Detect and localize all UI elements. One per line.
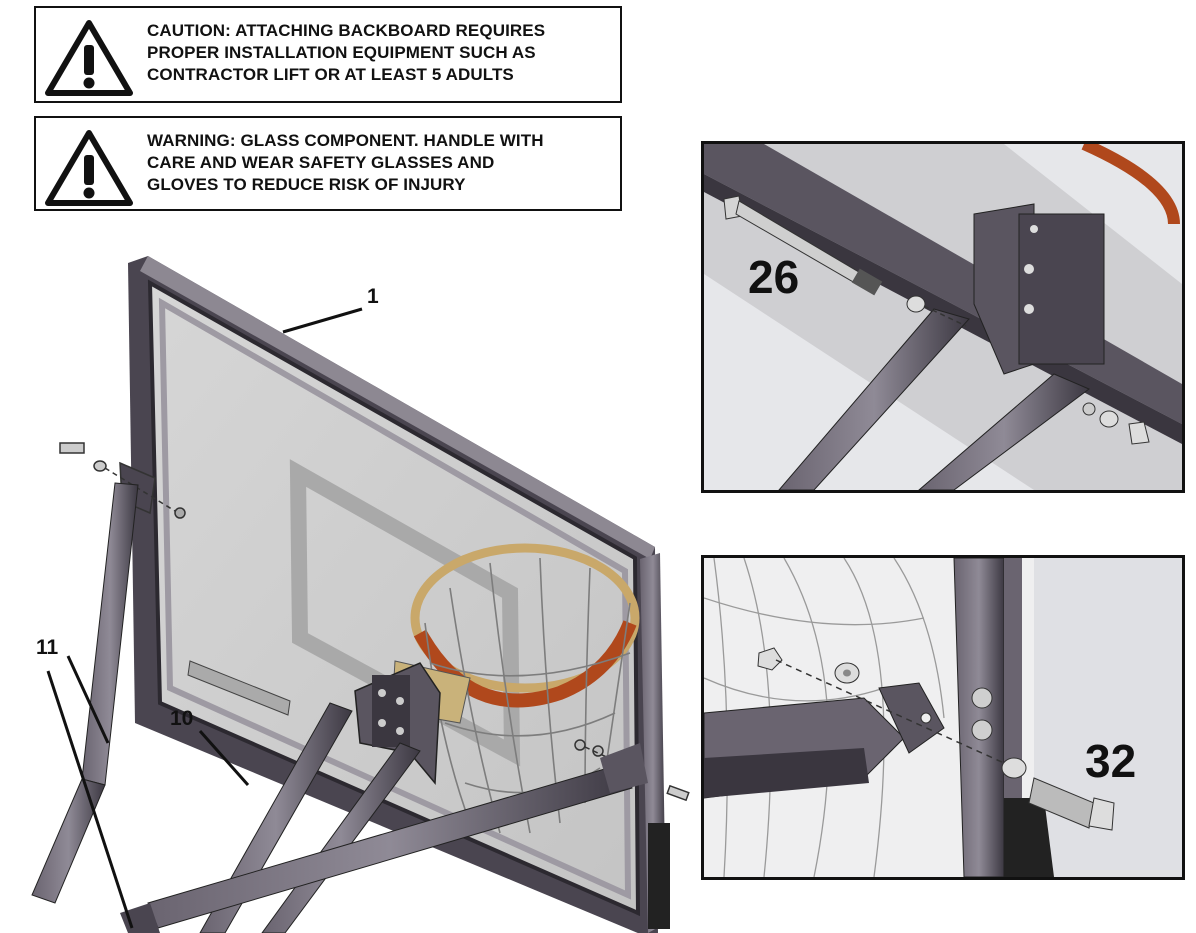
- right-bolt-set: [574, 739, 690, 802]
- leader-line-1: [282, 307, 363, 334]
- backboard-assembly-drawing: [31, 256, 690, 933]
- leader-line-10: [198, 730, 250, 786]
- inset-top-bolt-detail: 26: [701, 141, 1185, 493]
- bolt-32: [757, 647, 1115, 831]
- callout-11: 11: [36, 636, 59, 659]
- warning-triangle-icon: [45, 130, 133, 206]
- callout-10: 10: [170, 707, 194, 730]
- caution-box: CAUTION: ATTACHING BACKBOARD REQUIRES PR…: [34, 6, 622, 103]
- cross-brace: [120, 743, 648, 933]
- lower-backboard-bar: [187, 660, 291, 716]
- leader-line-11b: [46, 670, 134, 929]
- warning-text: WARNING: GLASS COMPONENT. HANDLE WITH CA…: [147, 131, 544, 194]
- warning-box: WARNING: GLASS COMPONENT. HANDLE WITH CA…: [34, 116, 622, 211]
- warning-triangle-icon: [45, 20, 133, 96]
- post-end-cap: [648, 823, 670, 929]
- bolt-26: [723, 195, 883, 296]
- leader-line-11a: [66, 655, 110, 744]
- caution-text: CAUTION: ATTACHING BACKBOARD REQUIRES PR…: [147, 21, 546, 84]
- inset-bottom-bolt-detail: 32: [701, 555, 1185, 880]
- backboard: [128, 256, 658, 933]
- callout-26: 26: [748, 251, 800, 303]
- support-arm: [31, 482, 139, 904]
- post-upright: [953, 558, 1005, 877]
- callout-1: 1: [367, 285, 379, 308]
- callout-32: 32: [1085, 735, 1137, 787]
